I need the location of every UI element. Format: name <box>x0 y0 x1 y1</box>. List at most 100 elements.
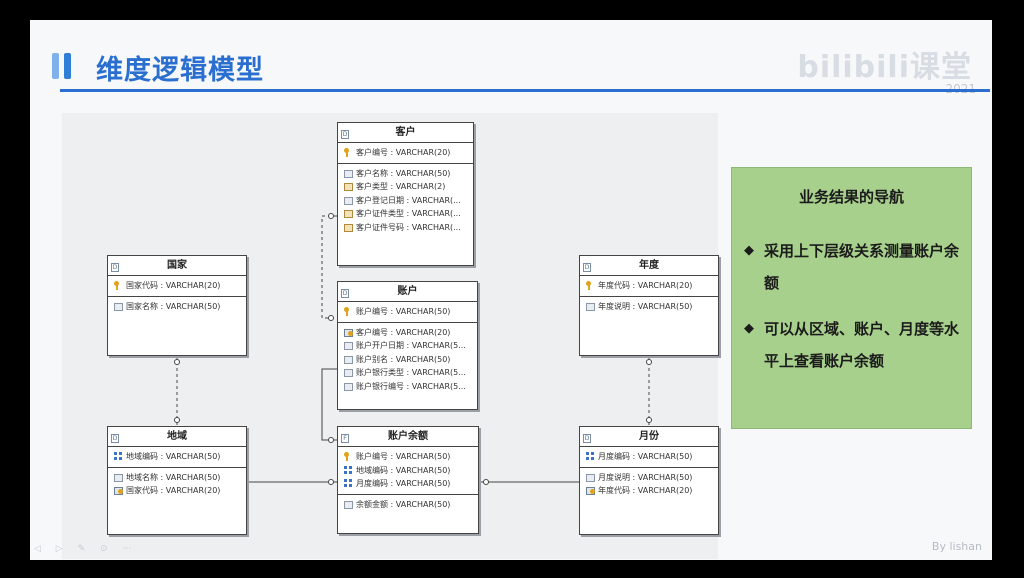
column-icon <box>114 302 124 311</box>
dimension-icon: D <box>583 434 591 443</box>
column-icon <box>344 328 354 337</box>
dimension-icon: D <box>341 289 349 298</box>
diamond-bullet-icon: ◆ <box>744 243 754 258</box>
column-icon <box>114 473 124 482</box>
entity-row: 账户开户日期 : VARCHAR(5... <box>338 339 477 353</box>
entity-row: 余额金额 : VARCHAR(50) <box>338 498 478 512</box>
entity-row: 客户证件类型 : VARCHAR(... <box>338 207 473 221</box>
title-bar: 维度逻辑模型 bilibili课堂 2021 <box>30 20 992 96</box>
column-icon <box>344 196 354 205</box>
entity-row: 月度编码 : VARCHAR(50) <box>338 477 478 491</box>
column-icon <box>344 355 354 364</box>
title-rule <box>60 89 990 92</box>
fact-icon: F <box>341 434 349 443</box>
column-icon <box>344 368 354 377</box>
key-section: 客户编号 : VARCHAR(20) <box>338 143 473 163</box>
entity-account[interactable]: D 账户 账户编号 : VARCHAR(50) 客户编号 : VARCHAR(20… <box>337 281 478 410</box>
attribute-section: 地域名称 : VARCHAR(50) 国家代码 : VARCHAR(20) <box>108 466 246 501</box>
entity-row: 地域名称 : VARCHAR(50) <box>108 471 246 485</box>
entity-title: 年度 <box>639 260 659 271</box>
entity-month[interactable]: D 月份 月度编码 : VARCHAR(50) 月度说明 : VARCHAR(50… <box>579 426 719 535</box>
column-icon <box>344 500 354 509</box>
key-icon <box>114 281 124 290</box>
dimension-icon: D <box>111 263 119 272</box>
brand-logo: bilibili课堂 <box>797 50 972 85</box>
byline: By lishan <box>931 540 982 553</box>
entity-row: 客户编号 : VARCHAR(20) <box>338 326 477 340</box>
entity-title: 月份 <box>639 431 659 442</box>
entity-row: 客户登记日期 : VARCHAR(... <box>338 194 473 208</box>
link-customer-account <box>321 215 337 319</box>
attribute-section: 国家名称 : VARCHAR(50) <box>108 295 246 317</box>
entity-row: 年度代码 : VARCHAR(20) <box>580 279 718 293</box>
key-section: 账户编号 : VARCHAR(50) 地域编码 : VARCHAR(50) 月度… <box>338 447 478 494</box>
entity-account-balance[interactable]: F 账户余额 账户编号 : VARCHAR(50) 地域编码 : VARCHAR(… <box>337 426 479 534</box>
entity-title: 账户 <box>397 286 418 297</box>
slideshow-toolbar[interactable]: ◁ ▷ ✎ ⊙ ⋯ <box>34 544 138 554</box>
column-icon <box>344 223 354 232</box>
entity-row: 月度说明 : VARCHAR(50) <box>580 471 718 485</box>
dimension-icon: D <box>111 434 119 443</box>
entity-title: 客户 <box>395 127 416 138</box>
key-icon <box>344 307 354 316</box>
column-icon <box>344 182 354 191</box>
link-account-balance <box>321 368 337 441</box>
entity-country[interactable]: D 国家 国家代码 : VARCHAR(20) 国家名称 : VARCHAR(50… <box>107 255 247 356</box>
entity-row: 国家代码 : VARCHAR(20) <box>108 279 246 293</box>
entity-row: 客户编号 : VARCHAR(20) <box>338 146 473 160</box>
column-icon <box>344 209 354 218</box>
entity-row: 国家名称 : VARCHAR(50) <box>108 300 246 314</box>
column-icon <box>344 341 354 350</box>
note-box: 业务结果的导航 ◆ 采用上下层级关系测量账户余额 ◆ 可以从区域、账户、月度等水… <box>731 167 972 429</box>
title-bars-icon <box>52 53 74 79</box>
entity-title: 国家 <box>167 260 187 271</box>
entity-row: 账户银行类型 : VARCHAR(5... <box>338 366 477 380</box>
hierarchy-icon <box>344 465 354 474</box>
key-section: 月度编码 : VARCHAR(50) <box>580 447 718 467</box>
entity-row: 月度编码 : VARCHAR(50) <box>580 450 718 464</box>
relationship-lines <box>174 213 652 485</box>
column-icon <box>586 302 596 311</box>
key-section: 账户编号 : VARCHAR(50) <box>338 302 477 322</box>
entity-row: 账户银行编号 : VARCHAR(5... <box>338 380 477 394</box>
attribute-section: 余额金额 : VARCHAR(50) <box>338 493 478 515</box>
entity-row: 客户证件号码 : VARCHAR(... <box>338 221 473 235</box>
foreign-key-icon <box>586 486 596 495</box>
column-icon <box>344 382 354 391</box>
attribute-section: 客户名称 : VARCHAR(50) 客户类型 : VARCHAR(2) 客户登… <box>338 162 473 238</box>
entity-row: 地域编码 : VARCHAR(50) <box>108 450 246 464</box>
key-section: 年度代码 : VARCHAR(20) <box>580 276 718 296</box>
dimension-icon: D <box>583 263 591 272</box>
key-icon <box>344 148 354 157</box>
entity-title: 账户余额 <box>388 431 428 442</box>
foreign-key-icon <box>114 486 124 495</box>
entity-customer[interactable]: D 客户 客户编号 : VARCHAR(20) 客户名称 : VARCHAR(50… <box>337 122 474 266</box>
entity-row: 账户别名 : VARCHAR(50) <box>338 353 477 367</box>
attribute-section: 月度说明 : VARCHAR(50) 年度代码 : VARCHAR(20) <box>580 466 718 501</box>
entity-row: 国家代码 : VARCHAR(20) <box>108 484 246 498</box>
key-section: 国家代码 : VARCHAR(20) <box>108 276 246 296</box>
dimension-icon: D <box>341 130 349 139</box>
entity-row: 年度说明 : VARCHAR(50) <box>580 300 718 314</box>
hierarchy-icon <box>586 452 596 460</box>
diamond-bullet-icon: ◆ <box>744 321 754 336</box>
note-item: ◆ 采用上下层级关系测量账户余额 <box>744 235 959 299</box>
entity-row: 年度代码 : VARCHAR(20) <box>580 484 718 498</box>
er-diagram: D 客户 客户编号 : VARCHAR(20) 客户名称 : VARCHAR(50… <box>62 113 719 559</box>
entity-row: 地域编码 : VARCHAR(50) <box>338 464 478 478</box>
entity-row: 账户编号 : VARCHAR(50) <box>338 305 477 319</box>
entity-year[interactable]: D 年度 年度代码 : VARCHAR(20) 年度说明 : VARCHAR(50… <box>579 255 719 356</box>
note-title: 业务结果的导航 <box>798 188 904 206</box>
entity-row: 客户类型 : VARCHAR(2) <box>338 180 473 194</box>
key-icon <box>344 452 354 461</box>
entity-row: 账户编号 : VARCHAR(50) <box>338 450 478 464</box>
slide: 维度逻辑模型 bilibili课堂 2021 <box>30 20 992 560</box>
column-icon <box>344 169 354 178</box>
attribute-section: 客户编号 : VARCHAR(20) 账户开户日期 : VARCHAR(5...… <box>338 321 477 397</box>
key-section: 地域编码 : VARCHAR(50) <box>108 447 246 467</box>
page-title: 维度逻辑模型 <box>96 55 264 86</box>
key-icon <box>586 281 596 290</box>
attribute-section: 年度说明 : VARCHAR(50) <box>580 295 718 317</box>
hierarchy-icon <box>114 452 124 460</box>
